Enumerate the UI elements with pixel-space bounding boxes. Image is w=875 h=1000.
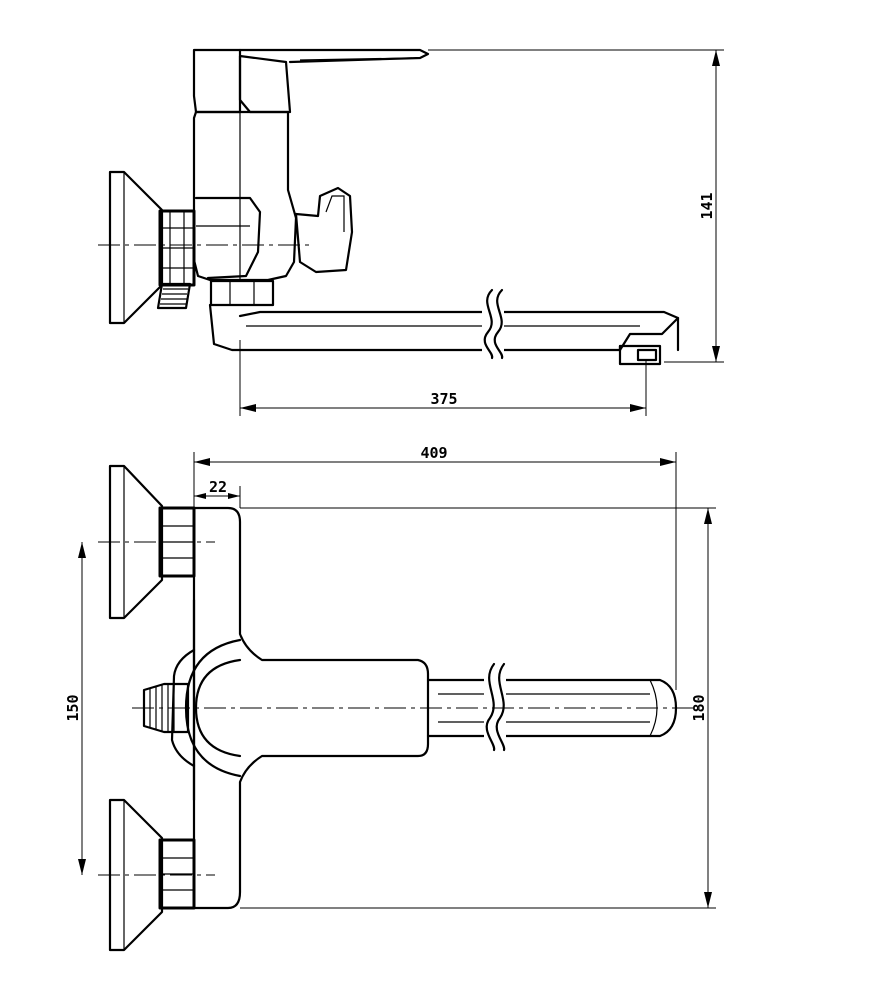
overall-length-dimension: 409 [193,444,677,690]
lever-handle-side [238,48,430,114]
break-symbol-top [484,662,506,752]
height-side-label: 141 [698,192,716,219]
break-symbol-side [482,288,504,360]
spout-reach-dimension: 375 [239,340,647,416]
wall-offset-label: 22 [209,478,227,496]
mixer-body-top [192,506,430,910]
wall-flange-top-lower [108,798,164,952]
mixer-body-side [192,110,298,282]
inlet-spacing-dimension: 150 [64,542,86,875]
wall-flange-top-upper [108,464,164,620]
wall-flange-side [108,170,164,325]
inlet-spacing-label: 150 [64,694,82,721]
thread-stub-side [156,282,192,310]
side-view: 141 375 [98,48,724,416]
overall-height-label: 180 [690,694,708,721]
spout-side [208,303,680,366]
overall-length-label: 409 [420,444,447,462]
spout-reach-label: 375 [430,390,457,408]
diverter-housing [194,196,262,280]
hex-nut-top-lower [158,838,196,910]
eccentric-nut-side [158,209,196,287]
height-dimension-side: 141 [428,49,724,363]
spout-nut-side [209,279,275,307]
cartridge-cap-side [192,48,242,114]
wall-offset-dimension: 22 [194,478,241,508]
diverter-knob [294,186,354,274]
top-view: 409 22 180 150 [64,444,716,952]
overall-height-dimension: 180 [240,507,716,909]
